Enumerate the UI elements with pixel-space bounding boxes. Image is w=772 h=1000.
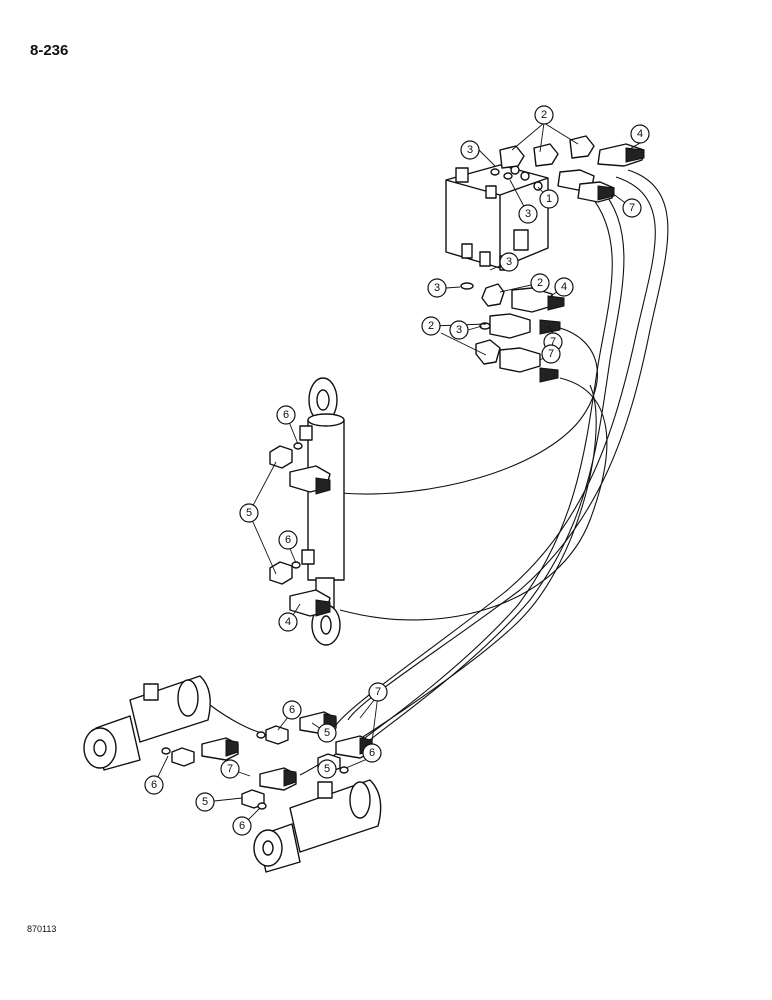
callout-3: 3 bbox=[449, 320, 469, 340]
callout-2: 2 bbox=[421, 316, 441, 336]
callout-4: 4 bbox=[554, 277, 574, 297]
leader-lines bbox=[153, 122, 641, 827]
callout-4: 4 bbox=[630, 124, 650, 144]
svg-text:6: 6 bbox=[151, 779, 157, 791]
callout-7: 7 bbox=[622, 198, 642, 218]
svg-text:4: 4 bbox=[561, 281, 567, 293]
svg-text:7: 7 bbox=[227, 763, 233, 775]
svg-text:6: 6 bbox=[285, 534, 291, 546]
svg-text:5: 5 bbox=[246, 507, 252, 519]
svg-text:3: 3 bbox=[506, 256, 512, 268]
valve-hose-ends bbox=[557, 143, 645, 203]
svg-text:3: 3 bbox=[456, 324, 462, 336]
valve-lower-fittings bbox=[460, 282, 565, 383]
svg-text:6: 6 bbox=[239, 820, 245, 832]
vertical-cylinder bbox=[269, 377, 345, 646]
drawing-code: 870113 bbox=[27, 924, 57, 934]
callout-5: 5 bbox=[239, 503, 259, 523]
left-horizontal-cylinder bbox=[83, 675, 211, 771]
callout-6: 6 bbox=[362, 743, 382, 763]
svg-text:5: 5 bbox=[324, 727, 330, 739]
callout-6: 6 bbox=[144, 775, 164, 795]
control-valve bbox=[445, 164, 549, 271]
callout-5: 5 bbox=[317, 759, 337, 779]
callout-7: 7 bbox=[368, 682, 388, 702]
svg-text:5: 5 bbox=[202, 796, 208, 808]
svg-text:6: 6 bbox=[283, 409, 289, 421]
callout-7: 7 bbox=[220, 759, 240, 779]
svg-text:4: 4 bbox=[285, 616, 291, 628]
callout-3: 3 bbox=[518, 204, 538, 224]
callouts: 2 3 4 1 3 7 3 3 2 4 2 3 7 7 6 5 6 4 7 6 … bbox=[144, 105, 650, 836]
callout-2: 2 bbox=[530, 273, 550, 293]
callout-6: 6 bbox=[278, 530, 298, 550]
hoses bbox=[209, 169, 669, 776]
svg-text:7: 7 bbox=[550, 336, 556, 348]
callout-1: 1 bbox=[539, 189, 559, 209]
callout-3: 3 bbox=[427, 278, 447, 298]
svg-text:2: 2 bbox=[428, 320, 434, 332]
svg-text:6: 6 bbox=[369, 747, 375, 759]
lower-fittings bbox=[201, 711, 373, 791]
svg-text:7: 7 bbox=[629, 202, 635, 214]
callout-6: 6 bbox=[282, 700, 302, 720]
svg-text:2: 2 bbox=[541, 109, 547, 121]
svg-text:7: 7 bbox=[375, 686, 381, 698]
svg-text:2: 2 bbox=[537, 277, 543, 289]
page-number: 8-236 bbox=[30, 42, 69, 59]
svg-text:4: 4 bbox=[637, 128, 643, 140]
svg-text:7: 7 bbox=[548, 348, 554, 360]
callout-4: 4 bbox=[278, 612, 298, 632]
svg-text:3: 3 bbox=[434, 282, 440, 294]
svg-text:5: 5 bbox=[324, 763, 330, 775]
callout-2: 2 bbox=[534, 105, 554, 125]
callout-5: 5 bbox=[195, 792, 215, 812]
svg-text:3: 3 bbox=[525, 208, 531, 220]
svg-text:3: 3 bbox=[467, 144, 473, 156]
callout-6: 6 bbox=[232, 816, 252, 836]
svg-text:1: 1 bbox=[546, 193, 552, 205]
callout-5: 5 bbox=[317, 723, 337, 743]
callout-6: 6 bbox=[276, 405, 296, 425]
callout-7: 7 bbox=[541, 344, 561, 364]
right-horizontal-cylinder bbox=[241, 779, 382, 873]
svg-text:6: 6 bbox=[289, 704, 295, 716]
callout-3: 3 bbox=[460, 140, 480, 160]
callout-3: 3 bbox=[499, 252, 519, 272]
